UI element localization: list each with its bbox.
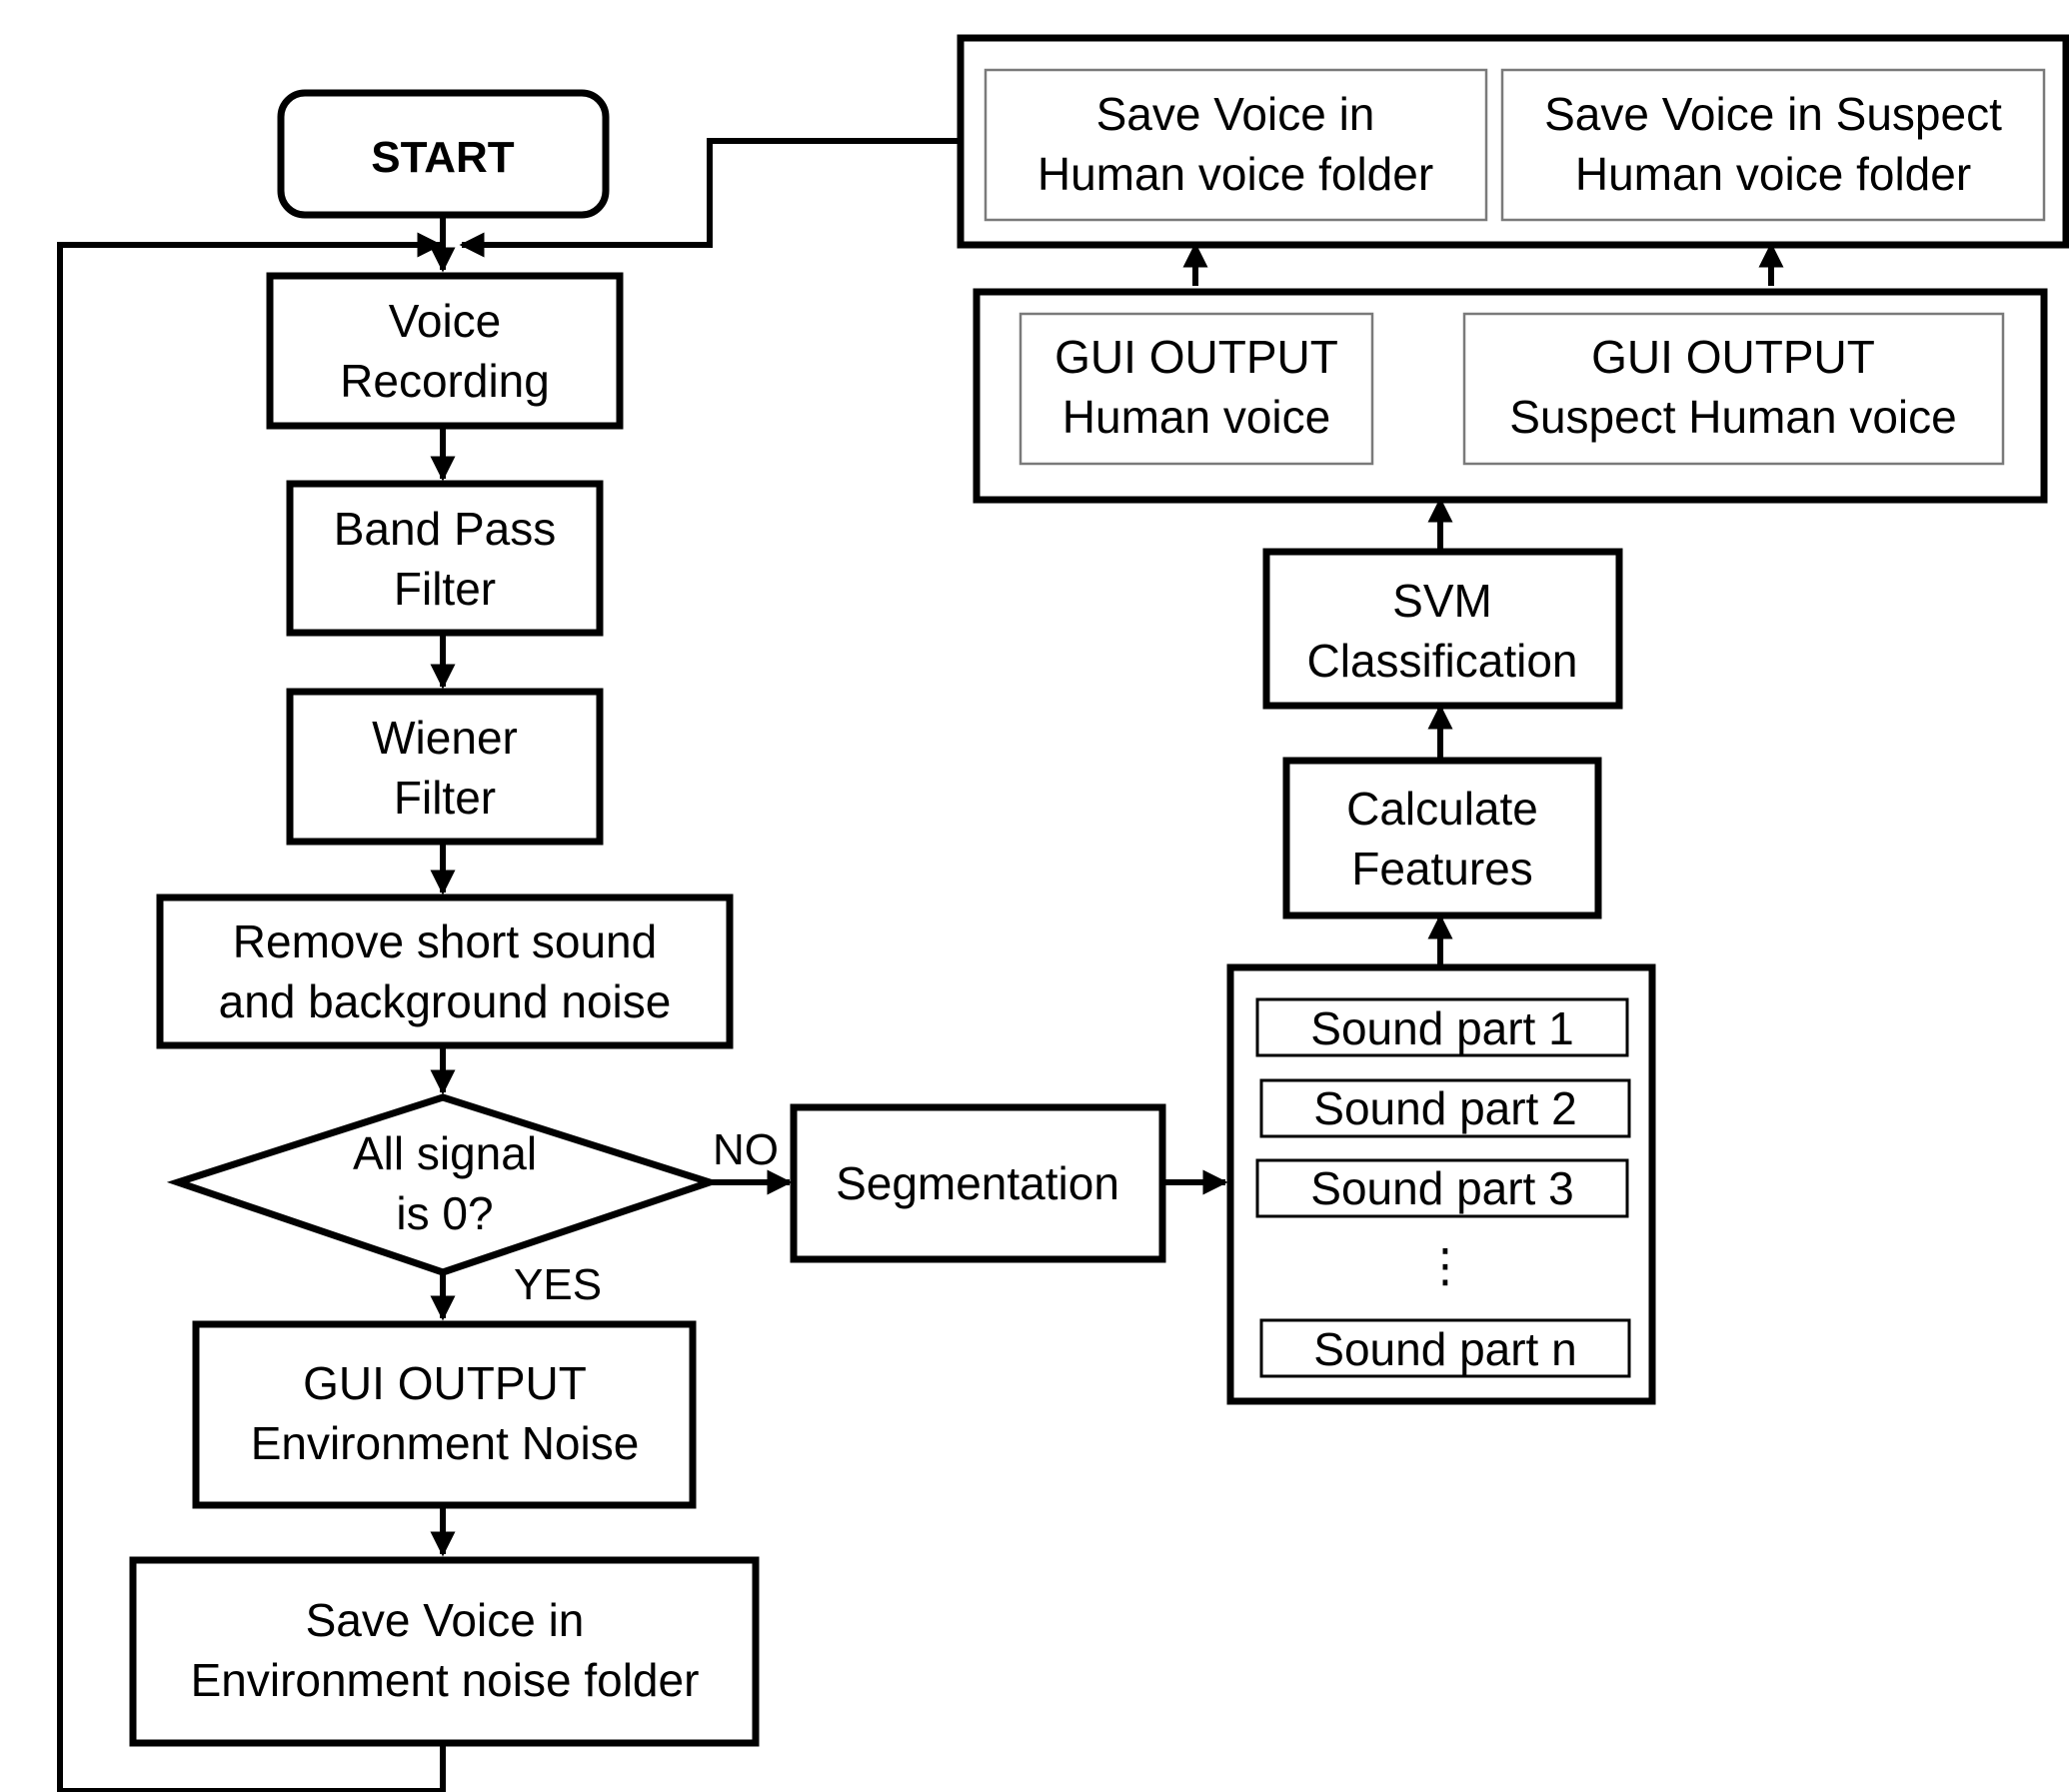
sound-part-1: Sound part 1	[1310, 1002, 1573, 1054]
calculate-features-node: Calculate Features	[1282, 757, 1602, 919]
band-pass-filter-node: Band Pass Filter	[286, 480, 604, 637]
calc-features-label-2: Features	[1351, 843, 1533, 895]
save-output-group: Save Voice in Human voice folder Save Vo…	[957, 34, 2069, 249]
remove-noise-node: Remove short sound and background noise	[156, 894, 734, 1049]
sound-part-2: Sound part 2	[1313, 1082, 1576, 1134]
segmentation-node: Segmentation	[790, 1103, 1166, 1263]
save-env-label-1: Save Voice in	[306, 1594, 585, 1646]
svm-classification-node: SVM Classification	[1262, 548, 1623, 710]
edge-save-back-to-top	[459, 138, 958, 258]
save-environment-node: Save Voice in Environment noise folder	[129, 1556, 760, 1747]
gui-human-box	[1019, 312, 1374, 466]
band-pass-label-1: Band Pass	[334, 503, 556, 555]
remove-noise-label-1: Remove short sound	[233, 915, 657, 967]
sound-part-ellipsis: ⋮	[1422, 1239, 1468, 1291]
start-node: START	[277, 89, 610, 219]
sound-part-1-box	[1255, 997, 1629, 1057]
edge-loop-back	[57, 232, 446, 1792]
voice-recording-node: Voice Recording	[266, 272, 624, 430]
decision-label-1: All signal	[353, 1127, 537, 1179]
gui-env-label-2: Environment Noise	[251, 1417, 640, 1469]
save-human-label-2: Human voice folder	[1037, 148, 1433, 200]
sound-parts-group: Sound part 1 Sound part 2 Sound part 3 ⋮…	[1226, 963, 1656, 1405]
start-label: START	[371, 133, 515, 182]
gui-suspect-label-2: Suspect Human voice	[1509, 391, 1956, 443]
save-suspect-label-1: Save Voice in Suspect	[1544, 88, 2002, 140]
save-env-label-2: Environment noise folder	[191, 1654, 700, 1706]
sound-part-3: Sound part 3	[1310, 1162, 1573, 1214]
wiener-label-1: Wiener	[372, 712, 518, 764]
gui-suspect-label-1: GUI OUTPUT	[1591, 331, 1875, 383]
remove-noise-label-2: and background noise	[219, 975, 672, 1027]
svm-label-2: Classification	[1307, 635, 1578, 687]
save-suspect-box	[1500, 68, 2046, 222]
svm-label-1: SVM	[1392, 575, 1492, 627]
edge-label-no: NO	[713, 1125, 779, 1174]
sound-part-2-box	[1259, 1078, 1631, 1138]
gui-human-label-1: GUI OUTPUT	[1054, 331, 1338, 383]
band-pass-label-2: Filter	[394, 563, 496, 615]
sound-part-n: Sound part n	[1313, 1323, 1576, 1375]
wiener-label-2: Filter	[394, 772, 496, 824]
sound-part-3-box	[1255, 1158, 1629, 1218]
gui-human-label-2: Human voice	[1062, 391, 1330, 443]
save-suspect-label-2: Human voice folder	[1575, 148, 1971, 200]
voice-recording-label-1: Voice	[389, 295, 502, 347]
gui-output-environment-node: GUI OUTPUT Environment Noise	[192, 1320, 697, 1509]
connectors	[57, 138, 1784, 1792]
save-human-label-1: Save Voice in	[1096, 88, 1375, 140]
save-human-box	[984, 68, 1488, 222]
voice-recording-label-2: Recording	[340, 355, 550, 407]
gui-suspect-box	[1462, 312, 2005, 466]
calc-features-label-1: Calculate	[1346, 783, 1538, 835]
segmentation-label: Segmentation	[836, 1157, 1119, 1209]
edge-label-yes: YES	[514, 1260, 602, 1309]
gui-env-label-1: GUI OUTPUT	[303, 1357, 587, 1409]
decision-node: All signal is 0?	[166, 1093, 722, 1276]
gui-output-group: GUI OUTPUT Human voice GUI OUTPUT Suspec…	[973, 288, 2048, 504]
sound-part-n-box	[1259, 1318, 1631, 1378]
wiener-filter-node: Wiener Filter	[286, 688, 604, 846]
decision-label-2: is 0?	[396, 1187, 493, 1239]
